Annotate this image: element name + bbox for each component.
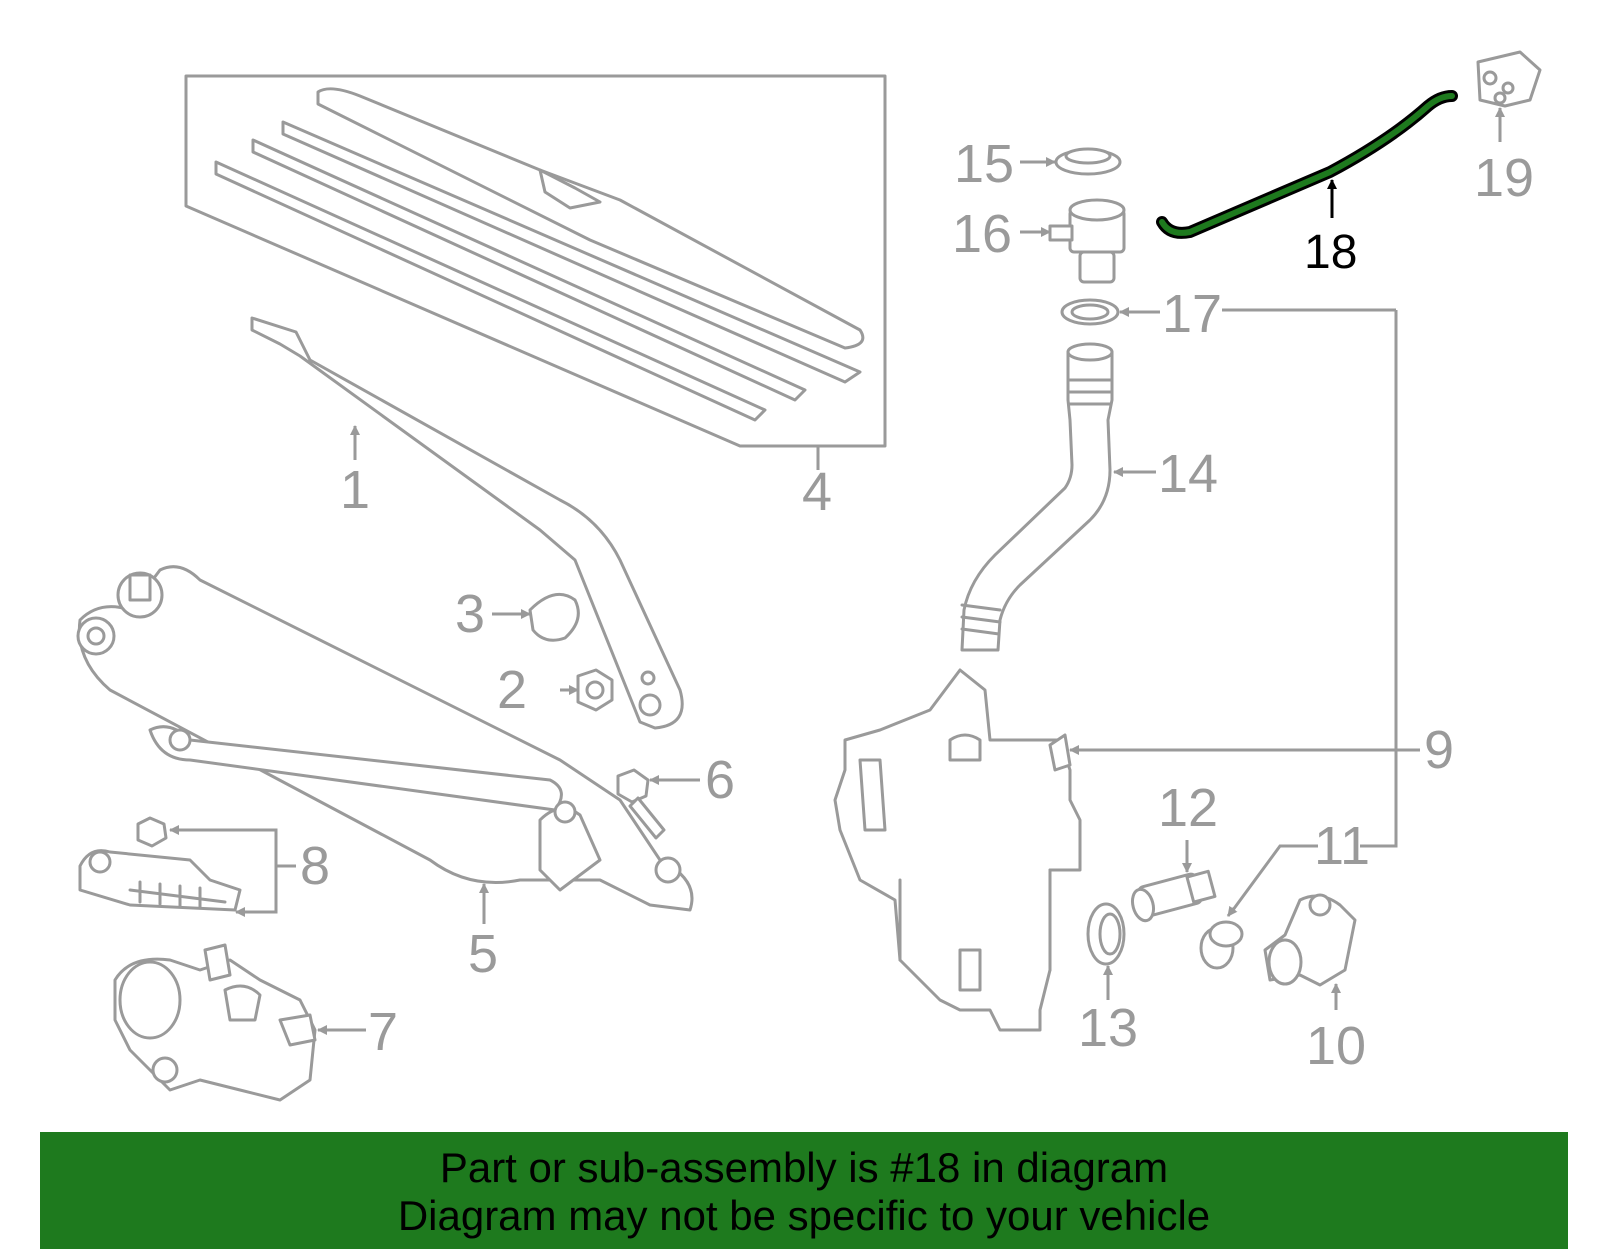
callout-10: 10 (1306, 1016, 1366, 1076)
level-sensor (1263, 893, 1357, 987)
filler-neck (960, 342, 1114, 652)
callout-18: 18 (1304, 226, 1357, 279)
wiper-motor-bracket (78, 816, 242, 912)
callout-19: 19 (1474, 148, 1534, 208)
callout-1: 1 (340, 460, 370, 520)
wiper-blade-assembly (184, 74, 887, 448)
callout-6: 6 (705, 750, 735, 810)
callout-7: 7 (368, 1002, 398, 1062)
callout-17: 17 (1162, 284, 1222, 344)
callout-13: 13 (1078, 998, 1138, 1058)
info-banner: Part or sub-assembly is #18 in diagram D… (40, 1132, 1568, 1249)
callout-8: 8 (300, 836, 330, 896)
washer-reservoir (833, 668, 1082, 1032)
level-sensor-grommet (1199, 920, 1244, 970)
wiper-motor (113, 943, 317, 1102)
callout-3: 3 (455, 584, 485, 644)
callout-labels: 1 2 3 4 5 6 7 8 9 10 11 12 13 14 15 16 1… (300, 134, 1534, 1076)
callout-11: 11 (1314, 816, 1370, 876)
banner-line-1: Part or sub-assembly is #18 in diagram (439, 1144, 1169, 1191)
pump-grommet (1086, 902, 1126, 966)
wiper-arm-cap (528, 592, 580, 642)
linkage-bolt (616, 768, 666, 840)
callout-14: 14 (1158, 444, 1218, 504)
washer-hose-highlighted (1156, 90, 1458, 239)
callout-2: 2 (497, 660, 527, 720)
leader-lines (169, 107, 1505, 1035)
callout-15: 15 (954, 134, 1014, 194)
filler-cap (1048, 198, 1126, 284)
washer-pump (1130, 869, 1217, 923)
callout-5: 5 (468, 924, 498, 984)
wiper-arm (250, 316, 684, 730)
callout-12: 12 (1158, 778, 1218, 838)
callout-16: 16 (952, 204, 1012, 264)
banner-line-2: Diagram may not be specific to your vehi… (397, 1192, 1211, 1239)
wiper-arm-nut (576, 668, 614, 712)
hose-clip (1476, 50, 1542, 108)
callout-4: 4 (802, 462, 832, 522)
filler-gasket (1060, 298, 1120, 326)
cap-seal (1054, 147, 1122, 176)
wiper-linkage (76, 565, 694, 912)
callout-9: 9 (1424, 720, 1454, 780)
